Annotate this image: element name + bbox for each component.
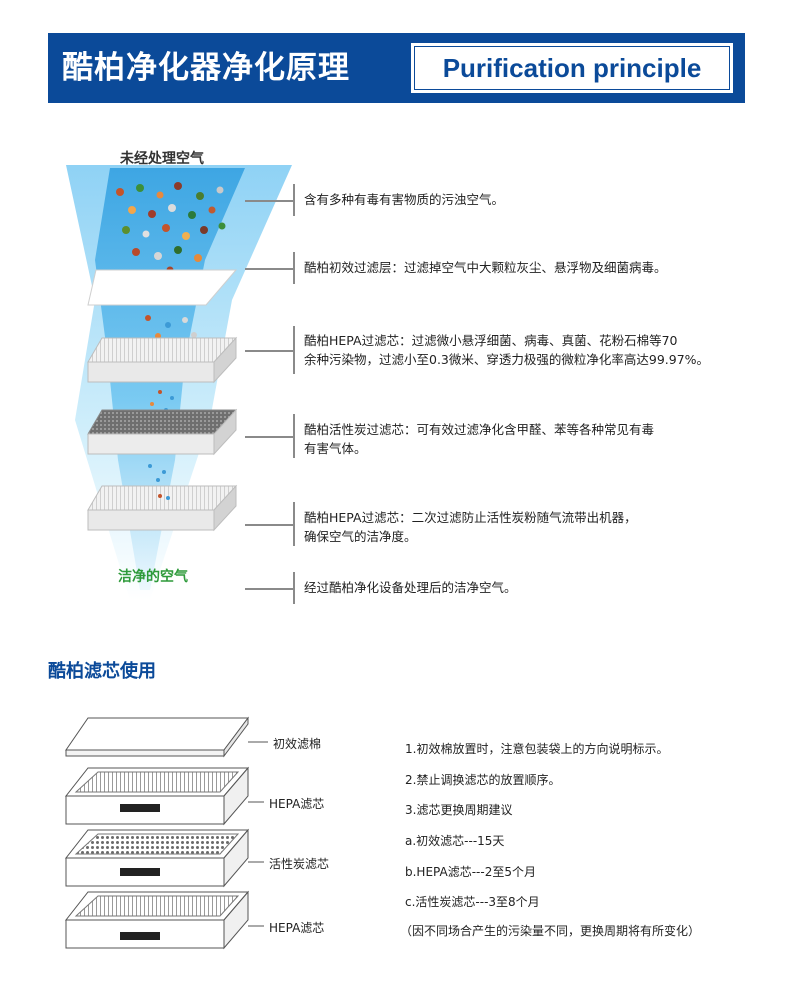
stage-desc-carbon-line2: 有害气体。 <box>304 441 367 456</box>
hepa-filter-layer-2 <box>87 484 238 532</box>
usage-note-3: 3.滤芯更换周期建议 <box>405 803 513 817</box>
usage-note-a: a.初效滤芯---15天 <box>405 834 505 848</box>
title-en-box: Purification principle <box>409 41 735 95</box>
stage-desc-hepa-2-line1: 酷柏HEPA过滤芯：二次过滤防止活性炭粉随气流带出机器， <box>304 510 637 525</box>
stage-desc-carbon-line1: 酷柏活性炭过滤芯：可有效过滤净化含甲醛、苯等各种常见有毒 <box>304 422 655 437</box>
raw-air-label: 未经处理空气 <box>120 151 204 167</box>
purification-diagram <box>66 165 292 600</box>
header-banner: 酷柏净化器净化原理 Purification principle <box>48 33 745 103</box>
pre-filter-layer <box>87 269 238 306</box>
carbon-filter <box>64 828 250 888</box>
filter-label-carbon: 活性炭滤芯 <box>269 857 330 871</box>
stage-desc-prefilter: 酷柏初效过滤层：过滤掉空气中大颗粒灰尘、悬浮物及细菌病毒。 <box>304 260 667 275</box>
stage-desc-hepa-1-line2: 余种污染物，过滤小至0.3微米、穿透力极强的微粒净化率高达99.97%。 <box>304 352 710 367</box>
hepa-filter-1 <box>64 766 250 826</box>
usage-section-title: 酷柏滤芯使用 <box>48 661 156 682</box>
filter-label-prefilter: 初效滤棉 <box>273 737 322 751</box>
stage-desc-hepa-1-line1: 酷柏HEPA过滤芯：过滤微小悬浮细菌、病毒、真菌、花粉石棉等70 <box>304 333 678 348</box>
usage-note-1: 1.初效棉放置时，注意包装袋上的方向说明标示。 <box>405 742 669 756</box>
filter-label-hepa-2: HEPA滤芯 <box>269 921 325 935</box>
clean-air-label: 洁净的空气 <box>118 569 188 585</box>
stage-desc-hepa-2-line2: 确保空气的洁净度。 <box>304 529 417 544</box>
hepa-filter-layer-1 <box>87 336 238 384</box>
filter-stack-diagram <box>64 716 268 950</box>
usage-note-b: b.HEPA滤芯---2至5个月 <box>405 865 536 879</box>
pollutant-particles <box>116 182 226 274</box>
page-title-en: Purification principle <box>442 53 702 83</box>
usage-note-c: c.活性炭滤芯---3至8个月 <box>405 895 540 909</box>
hepa-filter-2 <box>64 890 250 950</box>
carbon-filter-layer <box>87 408 238 456</box>
stage-desc-clean: 经过酷柏净化设备处理后的洁净空气。 <box>304 580 517 595</box>
usage-note-2: 2.禁止调换滤芯的放置顺序。 <box>405 773 561 787</box>
usage-note-footnote: （因不同场合产生的污染量不同，更换周期将有所变化） <box>400 924 701 938</box>
pre-filter-cotton <box>65 716 249 758</box>
page-title: 酷柏净化器净化原理 <box>62 50 350 86</box>
stage-desc-raw: 含有多种有毒有害物质的污浊空气。 <box>304 192 505 207</box>
filter-label-hepa-1: HEPA滤芯 <box>269 797 325 811</box>
